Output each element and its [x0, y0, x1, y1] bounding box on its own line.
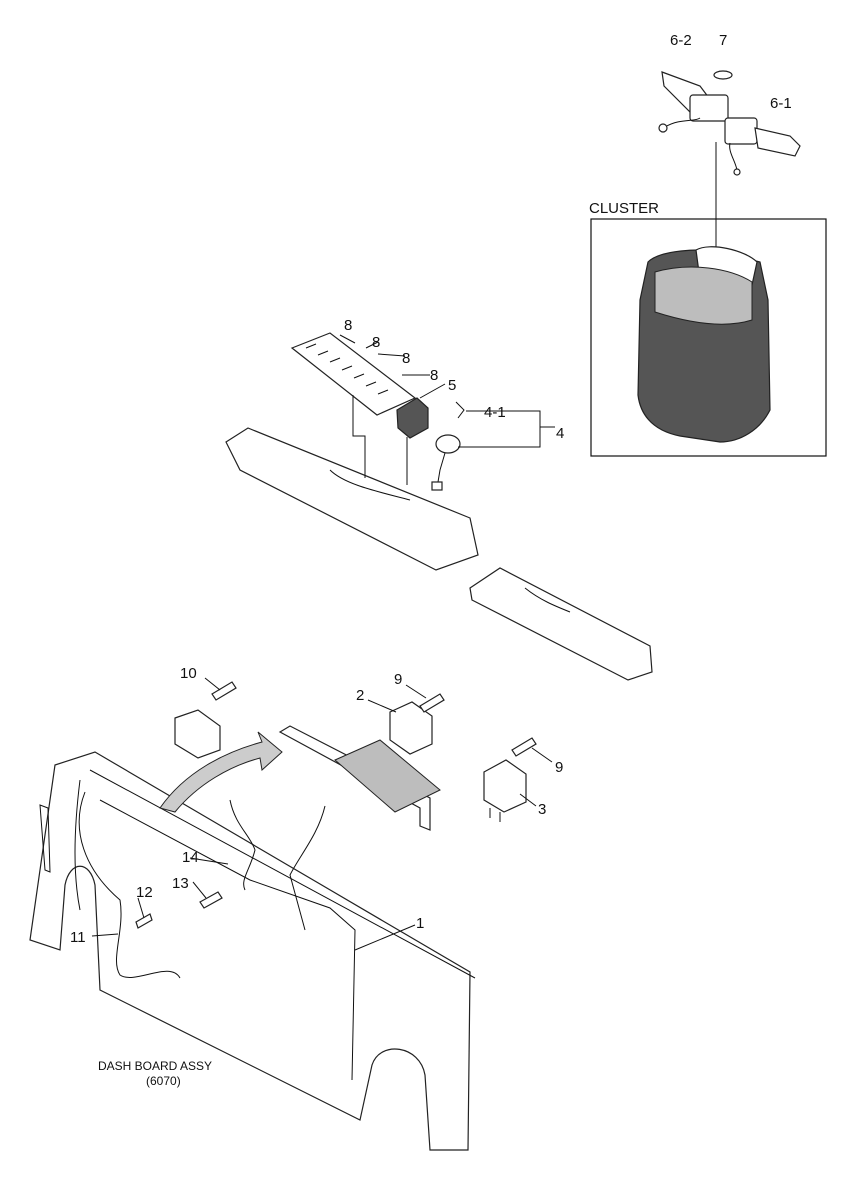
- label-9-lower: 9: [555, 759, 563, 776]
- dash-board-panel: [29, 751, 476, 1151]
- lever-6-1: [724, 117, 801, 176]
- label-12: 12: [136, 884, 153, 901]
- assembly-code: (6070): [146, 1074, 181, 1088]
- label-8d: 8: [430, 367, 438, 384]
- combination-switch-6-2: [658, 71, 729, 133]
- bolt-10: [211, 681, 237, 701]
- switch-plate-8: [290, 332, 417, 416]
- relay-3: [483, 759, 527, 822]
- column-cover: [225, 427, 653, 681]
- cluster-box: CLUSTER: [589, 200, 827, 457]
- cap-7: [713, 70, 733, 80]
- label-3: 3: [538, 801, 546, 818]
- screw-13: [199, 891, 223, 909]
- switch-5: [396, 397, 429, 439]
- label-6-2: 6-2: [670, 32, 692, 49]
- label-1: 1: [416, 915, 424, 932]
- label-13: 13: [172, 875, 189, 892]
- label-14: 14: [182, 849, 199, 866]
- harness-1: [78, 791, 356, 1081]
- label-4-1: 4-1: [484, 404, 506, 421]
- label-11: 11: [70, 929, 86, 946]
- bracket-2-3: [278, 725, 441, 831]
- key-switch-4: [431, 401, 465, 491]
- label-7: 7: [719, 32, 727, 49]
- label-5: 5: [448, 377, 456, 394]
- screw-12: [135, 913, 153, 929]
- label-8a: 8: [344, 317, 352, 334]
- bolt-9-lower: [511, 737, 537, 757]
- relay-2: [389, 701, 433, 755]
- assembly-title: DASH BOARD ASSY: [98, 1059, 212, 1073]
- bolt-9-upper: [419, 693, 445, 713]
- label-2: 2: [356, 687, 364, 704]
- label-10: 10: [180, 665, 197, 682]
- label-8c: 8: [402, 350, 410, 367]
- connector-block: [174, 709, 221, 759]
- label-8b: 8: [372, 334, 380, 351]
- cluster-title: CLUSTER: [589, 200, 659, 217]
- label-9-upper: 9: [394, 671, 402, 688]
- label-4: 4: [556, 425, 564, 442]
- label-6-1: 6-1: [770, 95, 792, 112]
- flow-arrow: [159, 731, 283, 813]
